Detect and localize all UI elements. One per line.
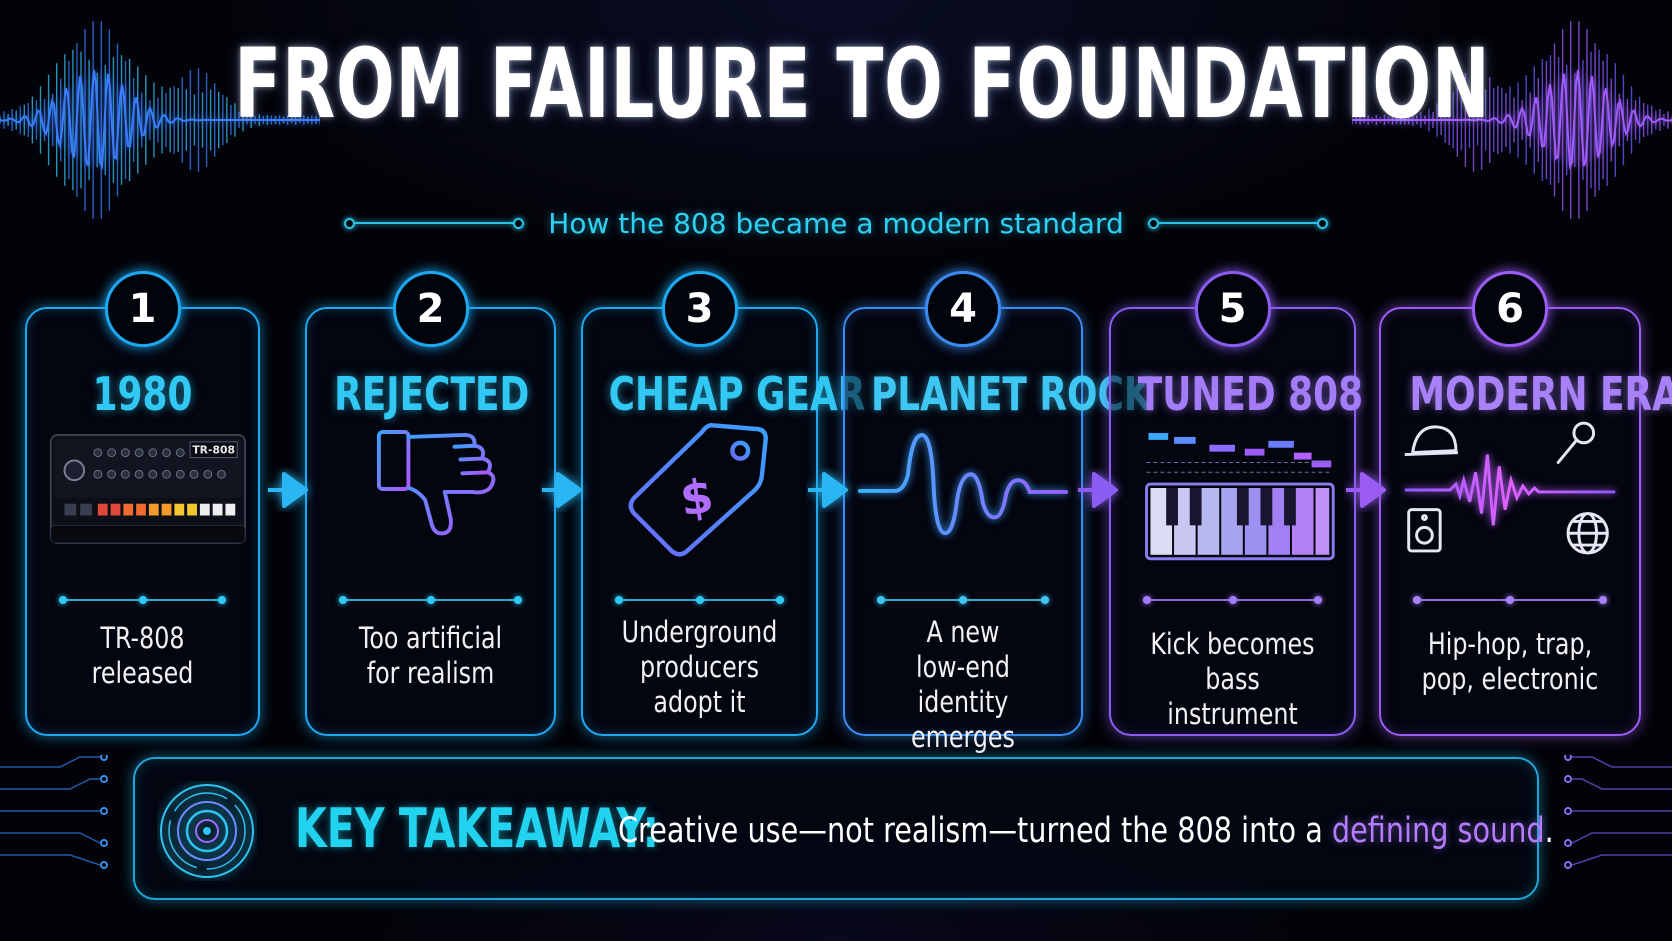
step-description: A new low-end identity emerges [871,615,1055,755]
device-label: TR-808 [192,444,235,457]
sound-wave-icon [855,414,1071,564]
arrow-right-icon [1346,472,1386,508]
card-separator [1413,594,1607,606]
waveform-line [0,70,320,170]
right-circuit-decoration [1564,755,1672,869]
thumbs-down-icon [317,414,544,564]
description-line: released [91,656,194,690]
step-number-badge: 6 [1472,271,1548,347]
description-line: emerges [911,720,1015,754]
step-title: TUNED 808 [1137,367,1364,421]
takeaway-text-after: . [1544,811,1554,851]
step-title: PLANET ROCK [870,367,1152,421]
arrow-right-icon [1078,472,1118,508]
step-description: Too artificial for realism [334,621,527,691]
tr-808-drum-machine-icon: TR-808 [37,414,248,564]
card-separator [1143,594,1322,606]
card-separator [59,594,226,606]
modern-genres-icon [1391,414,1629,564]
takeaway-text: Creative use—not realism—turned the 808 … [618,811,1554,851]
page-title: FROM FAILURE TO FOUNDATION [234,28,1491,140]
subtitle-row: How the 808 became a modern standard [0,203,1672,243]
arrow-right-icon [542,472,582,508]
takeaway-label: KEY TAKEAWAY: [295,797,659,860]
step-description: Underground producers adopt it [609,615,790,720]
description-line: bass instrument [1167,662,1298,731]
card-separator [877,594,1049,606]
description-line: TR-808 [100,621,185,655]
subtitle-left-rule [344,217,525,229]
price-tag-icon: $ [593,414,806,564]
waveform-line [1352,70,1672,170]
cap-icon [1404,425,1458,457]
key-takeaway-panel: KEY TAKEAWAY: Creative use—not realism—t… [133,757,1554,900]
description-line: A new [926,615,1000,649]
step-description: Kick becomes bass instrument [1138,627,1327,732]
subtitle: How the 808 became a modern standard [548,206,1124,240]
svg-text:$: $ [677,469,717,528]
description-line: for realism [366,656,495,690]
step-card-1: 1 1980 TR-808 [25,271,260,736]
step-number-badge: 1 [104,271,181,347]
step-number-badge: 3 [661,271,738,347]
description-line: producers [640,650,759,684]
description-line: low-end identity [916,650,1010,719]
step-description: Hip-hop, trap, pop, electronic [1409,627,1611,697]
description-line: pop, electronic [1421,662,1599,696]
takeaway-highlight: defining sound [1331,811,1545,851]
description-line: adopt it [653,685,746,719]
step-card-4: 4 PLANET ROCK A new low-end identity eme… [843,271,1152,754]
description-line: Too artificial [358,621,503,655]
step-title: CHEAP GEAR [608,367,866,421]
step-title: MODERN ERA [1409,367,1672,421]
card-separator [339,594,522,606]
left-waveform-decoration [0,21,320,219]
step-title: REJECTED [334,367,530,421]
step-description: TR-808 released [53,621,233,691]
description-line: Underground [621,615,778,649]
microphone-icon [1556,421,1596,464]
step-title: 1980 [92,367,193,421]
step-card-3: 3 CHEAP GEAR $ Underground producers ado… [581,271,866,736]
step-card-5: 5 TUNED 808 [1109,271,1364,736]
takeaway-text-before: Creative use—not realism—turned the 808 … [618,811,1332,851]
description-line: Hip-hop, trap, [1427,627,1593,661]
step-card-2: 2 REJECTED Too artificial for realism [305,271,556,736]
subtitle-right-rule [1147,217,1328,229]
description-line: Kick becomes [1150,627,1315,661]
piano-roll-icon [1121,414,1344,564]
right-waveform-decoration [1352,21,1672,219]
left-circuit-decoration [0,755,108,869]
card-separator [615,594,784,606]
step-number-badge: 5 [1194,271,1271,347]
step-number-badge: 2 [392,271,469,347]
globe-icon [1566,512,1609,555]
step-number-badge: 4 [925,271,1001,347]
step-card-6: 6 MODERN ERA Hip-hop, trap, pop, electro… [1379,271,1672,736]
arrow-right-icon [808,472,848,508]
arrow-right-icon [268,472,308,508]
speaker-icon [1407,508,1442,553]
vinyl-record-icon [160,784,254,878]
